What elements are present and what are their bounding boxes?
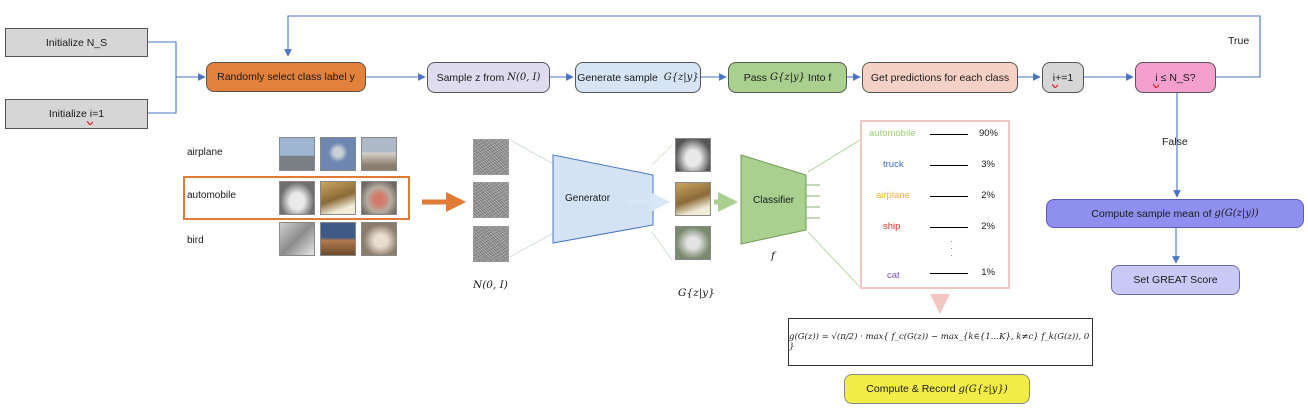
flow-arrows [148, 15, 1261, 264]
false-label: False [1162, 136, 1188, 148]
mean-math: g(G(z|y)) [1214, 208, 1259, 219]
increment-box: i+=1 [1042, 62, 1084, 93]
pred-value: 90% [978, 128, 998, 139]
classifier-shape [740, 154, 807, 245]
predictions-box: Get predictions for each class [862, 62, 1018, 93]
pred-line [930, 227, 968, 228]
automobile-image [279, 181, 315, 215]
pred-class-label: truck [883, 159, 904, 170]
pred-value: 3% [981, 159, 995, 170]
condition-squiggle-icon [1153, 84, 1159, 88]
bird-image [361, 222, 397, 256]
noise-label: N(0, I) [473, 279, 508, 291]
pass-math: G{z|y} [769, 72, 805, 83]
set-score-box: Set GREAT Score [1111, 265, 1240, 295]
compute-record-text: Compute & Record [866, 383, 956, 395]
pred-class-label: automobile [869, 128, 916, 139]
pred-line [930, 196, 968, 197]
class-label-airplane: airplane [187, 147, 223, 158]
pred-class-label: airplane [876, 190, 910, 201]
noise-sample [473, 182, 509, 218]
pass-text: Pass [743, 71, 768, 84]
arrow-init-i [148, 77, 177, 114]
mean-box: Compute sample mean of g(G(z|y)) [1046, 199, 1304, 228]
automobile-highlight-box [183, 176, 410, 220]
arrow-init-ns [148, 41, 206, 81]
noise-sample [473, 226, 509, 262]
predictions-text: Get predictions for each class [870, 71, 1010, 84]
classifier-outputs [806, 184, 820, 219]
set-score-text: Set GREAT Score [1133, 274, 1218, 286]
pred-value: 2% [981, 221, 995, 232]
compute-record-math: g(G{z|y}) [958, 383, 1008, 395]
pred-class-label: ship [883, 221, 901, 232]
pred-value: 1% [981, 267, 995, 278]
generated-image [675, 182, 711, 216]
init-i-squiggle-icon [87, 121, 93, 125]
classifier-zoom-lines [807, 139, 861, 288]
init-ns-label: Initialize N_S [45, 36, 108, 49]
true-label: True [1228, 35, 1250, 47]
sample-z-text: Sample z from [436, 71, 505, 84]
increment-squiggle-icon [1052, 84, 1058, 88]
pred-line [930, 165, 968, 166]
generator-funnel [509, 139, 673, 261]
airplane-image [279, 137, 315, 171]
compute-record-box: Compute & Record g(G{z|y}) [844, 374, 1030, 404]
generator-label: Generator [565, 193, 611, 204]
generate-box: Generate sample G{z|y} [575, 62, 701, 93]
increment-text: i+=1 [1052, 71, 1074, 84]
formula-box: g(G(z)) = √(π/2) · max{ f_c(G(z)) − max_… [788, 318, 1093, 366]
bird-image [279, 222, 315, 256]
automobile-image [361, 181, 397, 215]
pred-line [930, 273, 968, 274]
condition-box: i ≤ N_S? [1135, 62, 1216, 93]
ellipsis-dots: ··· [950, 237, 953, 260]
airplane-image [361, 137, 397, 171]
mean-text: Compute sample mean of [1091, 207, 1212, 220]
class-label-bird: bird [187, 235, 204, 246]
init-i-box: Initialize i=1 [5, 99, 148, 129]
formula-text: g(G(z)) = √(π/2) · max{ f_c(G(z)) − max_… [789, 332, 1090, 352]
condition-text: i ≤ N_S? [1155, 71, 1196, 84]
generated-image [675, 226, 711, 260]
generator-shape [552, 154, 654, 244]
classifier-label: Classifier [753, 195, 795, 206]
pass-suffix: Into f [807, 71, 832, 84]
select-label-text: Randomly select class label y [217, 71, 355, 83]
pred-value: 2% [981, 190, 995, 201]
pred-line [930, 134, 968, 135]
predictions-panel [860, 120, 1010, 289]
class-label-automobile: automobile [187, 190, 236, 201]
sample-z-box: Sample z from N(0, I) [427, 62, 550, 93]
classifier-symbol: f [771, 250, 775, 262]
generated-label: G{z|y} [678, 287, 715, 299]
bird-image [320, 222, 356, 256]
generate-math: G{z|y} [663, 72, 699, 83]
select-label-box: Randomly select class label y [206, 62, 366, 92]
generated-image [675, 138, 711, 172]
airplane-image [320, 137, 356, 171]
pred-class-label: cat [887, 270, 900, 281]
sample-z-math: N(0, I) [507, 72, 541, 83]
pass-box: Pass G{z|y} Into f [728, 62, 847, 93]
generate-text: Generate sample [577, 71, 658, 84]
arrow-true-loop [284, 15, 1261, 78]
init-ns-box: Initialize N_S [5, 28, 148, 57]
init-i-label: Initialize i=1 [48, 108, 105, 120]
automobile-image [320, 181, 356, 215]
noise-sample [473, 139, 509, 175]
